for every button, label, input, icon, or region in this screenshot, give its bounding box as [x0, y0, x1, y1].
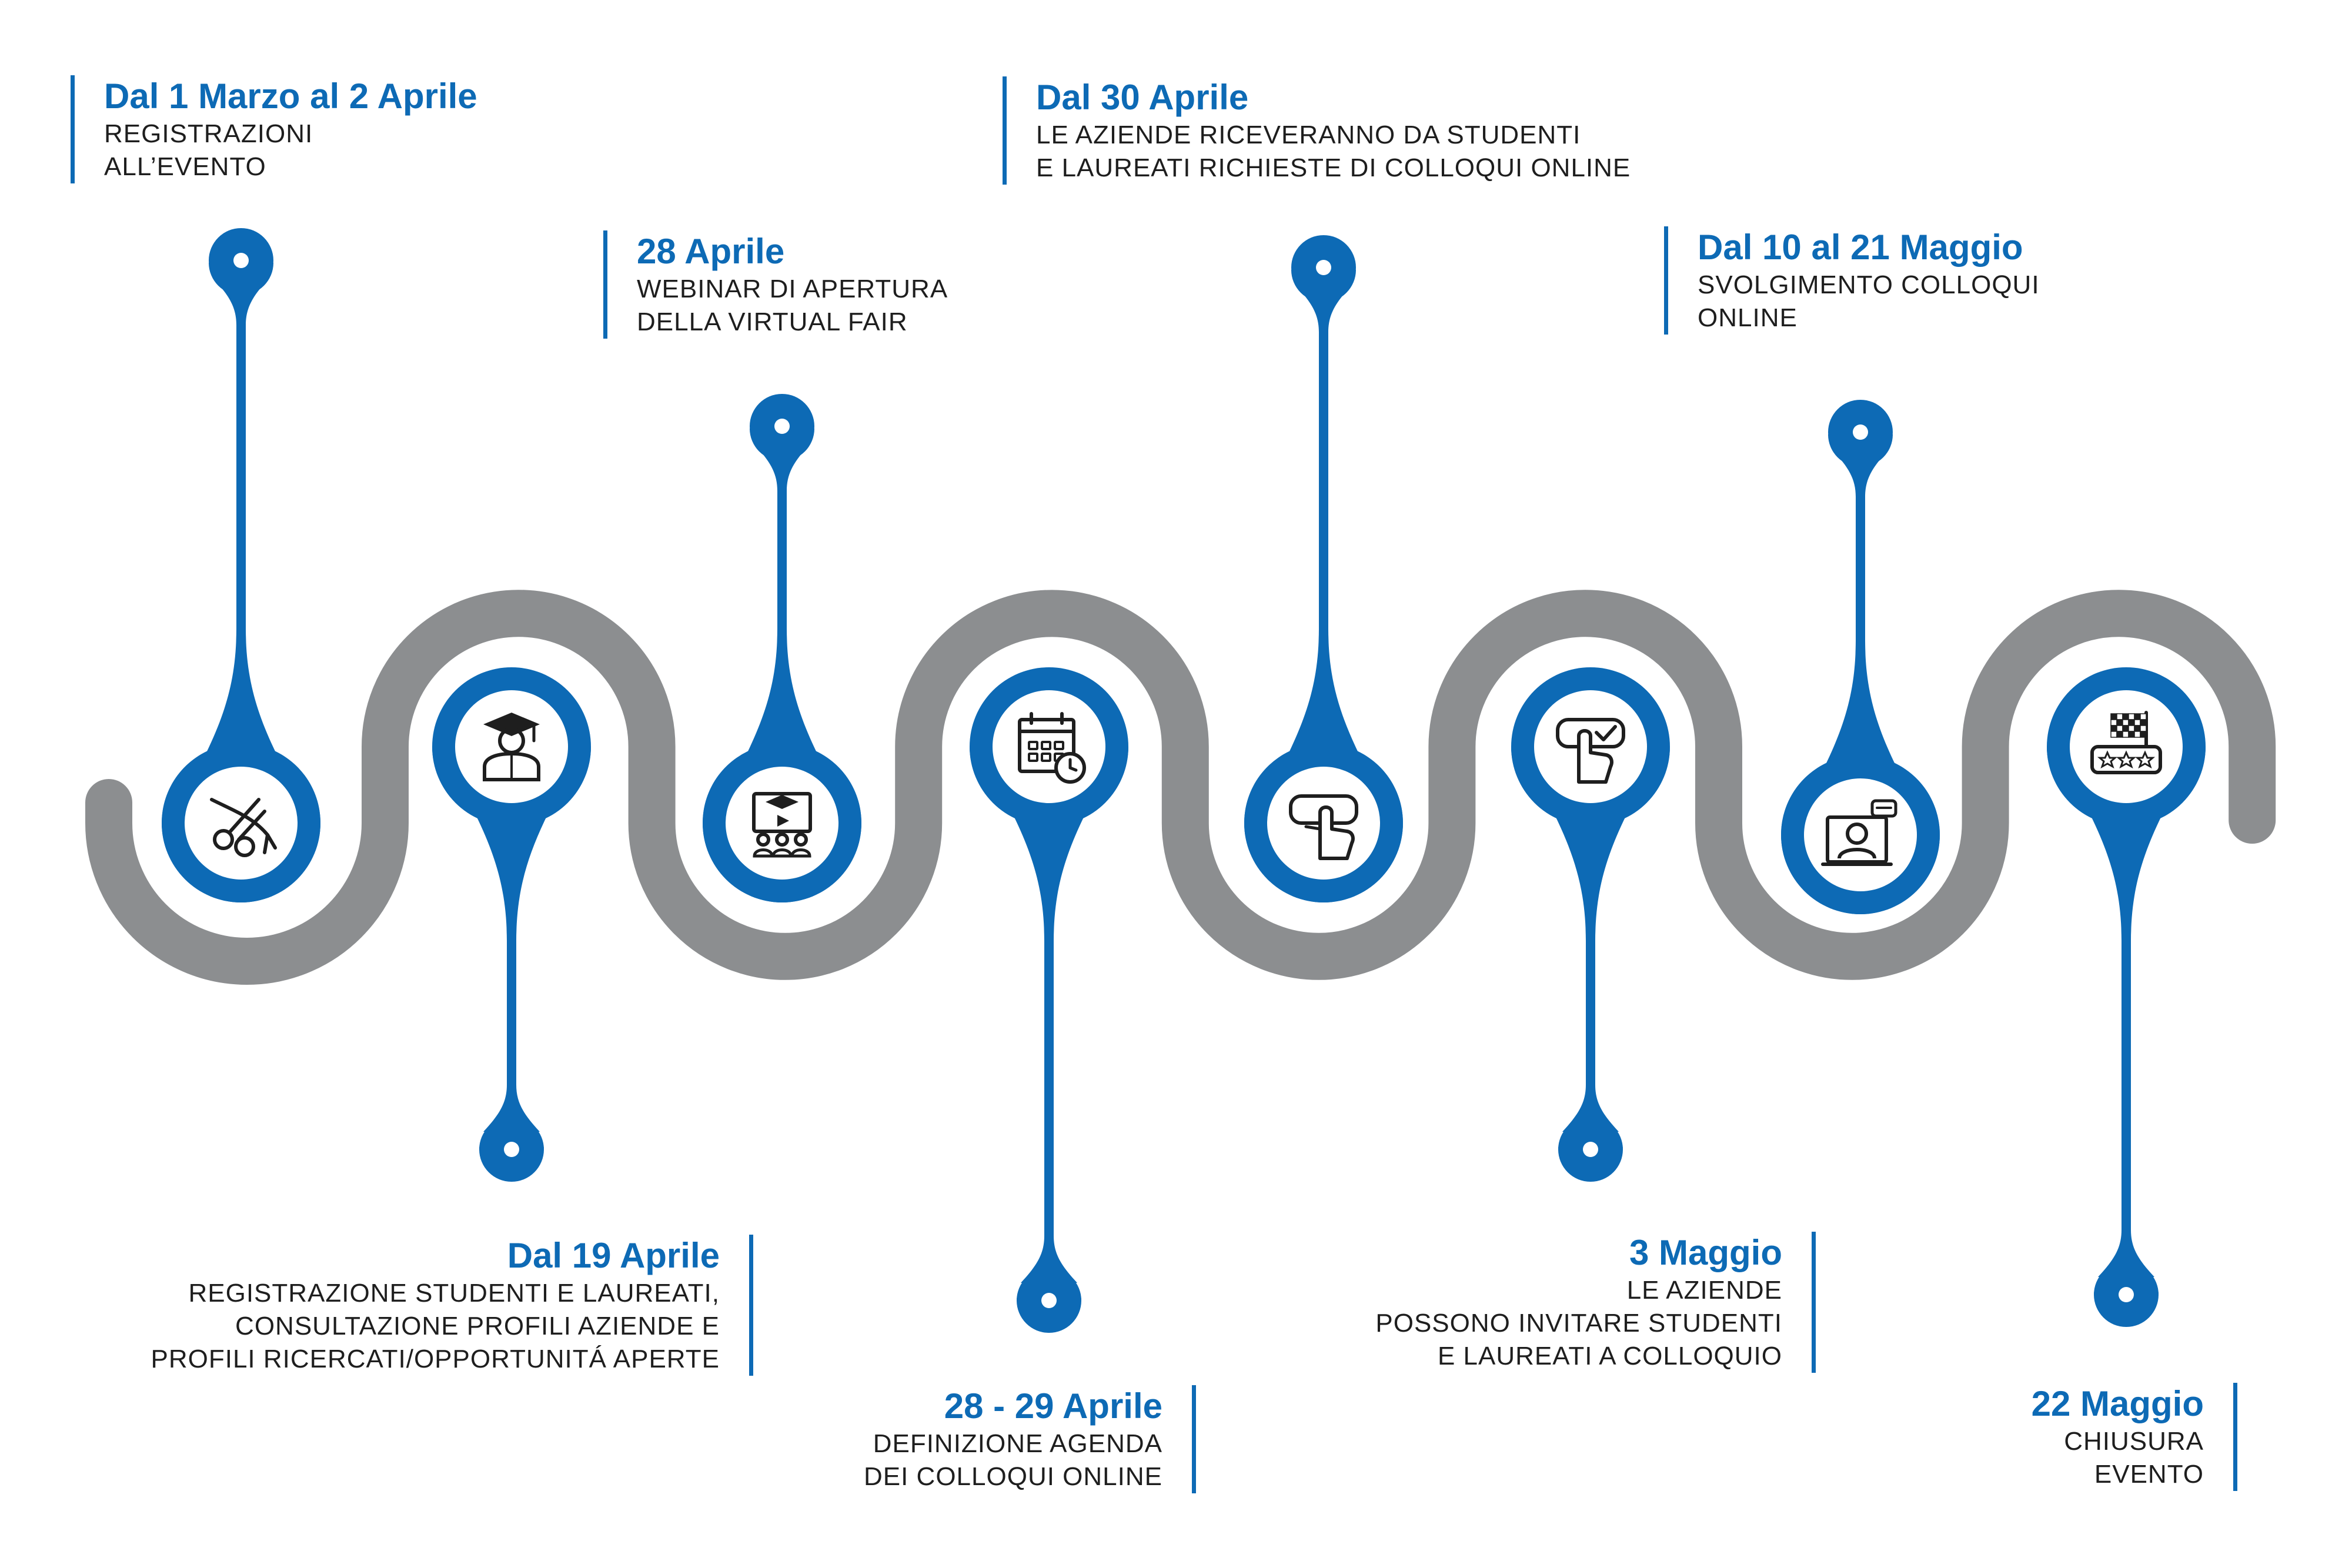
milestone-label-4: 28 - 29 Aprile DEFINIZIONE AGENDA DEI CO…: [398, 1385, 1196, 1493]
pin-disc: [455, 690, 568, 803]
milestone-label-2: Dal 19 Aprile REGISTRAZIONE STUDENTI E L…: [0, 1235, 753, 1376]
milestone-desc-line: LE AZIENDE: [1626, 1276, 1782, 1305]
milestone-pins: [161, 228, 2206, 1333]
milestone-date: Dal 30 Aprile: [1036, 78, 1249, 117]
milestone-pin-1: [161, 228, 321, 903]
pin-disc: [185, 767, 298, 880]
milestone-label-8: 22 Maggio CHIUSURA EVENTO: [1439, 1383, 2237, 1491]
milestone-desc-line: E LAUREATI A COLLOQUIO: [1437, 1342, 1782, 1370]
milestone-label-3: 28 Aprile WEBINAR DI APERTURA DELLA VIRT…: [603, 230, 1401, 339]
hand-check-icon: [1556, 718, 1625, 784]
milestone-date: Dal 19 Aprile: [507, 1236, 720, 1275]
milestone-desc-line: DELLA VIRTUAL FAIR: [637, 307, 908, 336]
hand-request-icon: [1289, 794, 1358, 860]
milestone-desc-line: EVENTO: [2094, 1460, 2204, 1489]
pin-dot: [774, 419, 790, 434]
webinar-icon: [752, 792, 812, 858]
milestone-desc-line: ONLINE: [1698, 303, 1798, 332]
milestone-desc-line: E LAUREATI RICHIESTE DI COLLOQUI ONLINE: [1036, 153, 1631, 182]
pin-dot: [1853, 424, 1868, 440]
milestone-date: Dal 1 Marzo al 2 Aprile: [104, 76, 477, 116]
milestone-label-1: Dal 1 Marzo al 2 Aprile REGISTRAZIONI AL…: [71, 75, 868, 183]
milestone-pin-7: [1780, 400, 1940, 914]
milestone-desc-line: ALL’EVENTO: [104, 152, 266, 181]
milestone-label-6: 3 Maggio LE AZIENDE POSSONO INVITARE STU…: [1018, 1232, 1816, 1373]
milestone-desc-line: REGISTRAZIONE STUDENTI E LAUREATI,: [188, 1279, 720, 1308]
milestone-desc-line: LE AZIENDE RICEVERANNO DA STUDENTI: [1036, 121, 1581, 149]
pin-dot: [1041, 1293, 1057, 1308]
pin-dot: [233, 253, 249, 268]
pin-dot: [504, 1142, 519, 1157]
milestone-pin-4: [970, 667, 1128, 1333]
milestone-date: 28 Aprile: [637, 232, 785, 271]
milestone-date: 28 - 29 Aprile: [944, 1386, 1162, 1426]
pin-disc: [1804, 778, 1917, 891]
milestone-date: 22 Maggio: [2031, 1384, 2204, 1423]
milestone-desc-line: CONSULTAZIONE PROFILI AZIENDE E: [235, 1312, 720, 1340]
milestone-desc-line: SVOLGIMENTO COLLOQUI: [1698, 270, 2040, 299]
milestone-desc-line: WEBINAR DI APERTURA: [637, 275, 948, 303]
milestone-desc-line: REGISTRAZIONI: [104, 119, 313, 148]
milestone-desc-line: DEFINIZIONE AGENDA: [873, 1429, 1162, 1458]
milestone-pin-8: [2047, 667, 2206, 1327]
milestone-desc-line: PROFILI RICERCATI/OPPORTUNITÁ APERTE: [151, 1345, 720, 1373]
milestone-label-5: Dal 30 Aprile LE AZIENDE RICEVERANNO DA …: [1003, 76, 1800, 185]
milestone-pin-3: [702, 394, 862, 902]
milestone-label-7: Dal 10 al 21 Maggio SVOLGIMENTO COLLOQUI…: [1664, 226, 2352, 335]
pin-dot: [1316, 260, 1331, 275]
milestone-desc-line: POSSONO INVITARE STUDENTI: [1375, 1309, 1782, 1338]
milestone-date: 3 Maggio: [1629, 1233, 1782, 1272]
milestone-pin-2: [432, 667, 591, 1182]
timeline-track: [85, 590, 2276, 985]
graduate-icon: [483, 713, 540, 781]
scissors-ribbon-icon: [210, 798, 277, 857]
pin-dot: [1583, 1142, 1598, 1157]
calendar-clock-icon: [1018, 712, 1086, 784]
milestone-desc-line: CHIUSURA: [2064, 1427, 2204, 1456]
milestone-desc-line: DEI COLLOQUI ONLINE: [863, 1462, 1162, 1491]
pin-dot: [2119, 1287, 2134, 1302]
milestone-date: Dal 10 al 21 Maggio: [1698, 228, 2023, 267]
milestone-pin-5: [1244, 235, 1404, 903]
milestone-pin-6: [1511, 667, 1670, 1182]
finish-flag-icon: [2090, 711, 2162, 774]
video-interview-icon: [1821, 799, 1897, 866]
